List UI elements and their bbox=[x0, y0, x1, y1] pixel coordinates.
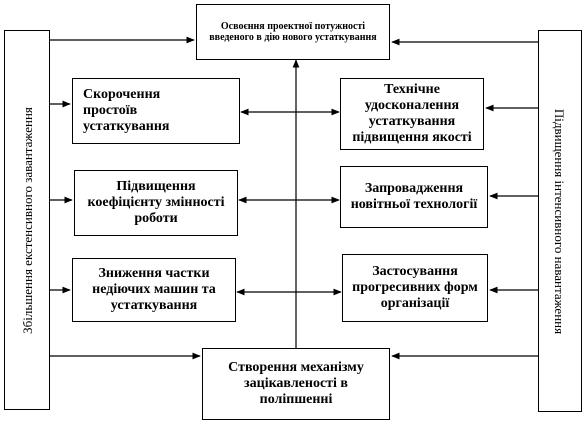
left-box-idle-text: Зниження частки недіючих машин та устатк… bbox=[92, 265, 216, 314]
left-box-shift: Підвищення коефіцієнту змінності роботи bbox=[74, 170, 238, 236]
right-box-newtech-text: Запровадження новітньої технології bbox=[350, 180, 478, 212]
left-box-downtime: Скорочення простоїв устаткування bbox=[72, 78, 240, 144]
right-box-tech: Технічне удосконалення устаткування підв… bbox=[340, 78, 484, 150]
top-box-text: Освоєння проектної потужності введеного … bbox=[209, 20, 377, 44]
right-side-text: Підвищення інтенсивного навантаження bbox=[552, 108, 568, 334]
bottom-box: Створення механізму зацікавленості в пол… bbox=[202, 348, 390, 420]
right-box-forms: Застосування прогресивних форм організац… bbox=[342, 254, 488, 322]
top-box: Освоєння проектної потужності введеного … bbox=[196, 4, 390, 60]
left-side-box: Збільшення екстенсивного завантаження bbox=[4, 30, 50, 410]
left-box-shift-text: Підвищення коефіцієнту змінності роботи bbox=[87, 178, 225, 227]
right-box-newtech: Запровадження новітньої технології bbox=[340, 166, 488, 228]
left-box-downtime-text: Скорочення простоїв устаткування bbox=[83, 86, 170, 135]
left-box-idle: Зниження частки недіючих машин та устатк… bbox=[72, 258, 236, 322]
right-side-box: Підвищення інтенсивного навантаження bbox=[538, 30, 582, 412]
right-box-tech-text: Технічне удосконалення устаткування підв… bbox=[352, 81, 472, 146]
bottom-box-text: Створення механізму зацікавленості в пол… bbox=[228, 359, 364, 408]
right-box-forms-text: Застосування прогресивних форм організац… bbox=[352, 263, 478, 312]
left-side-text: Збільшення екстенсивного завантаження bbox=[19, 106, 35, 334]
